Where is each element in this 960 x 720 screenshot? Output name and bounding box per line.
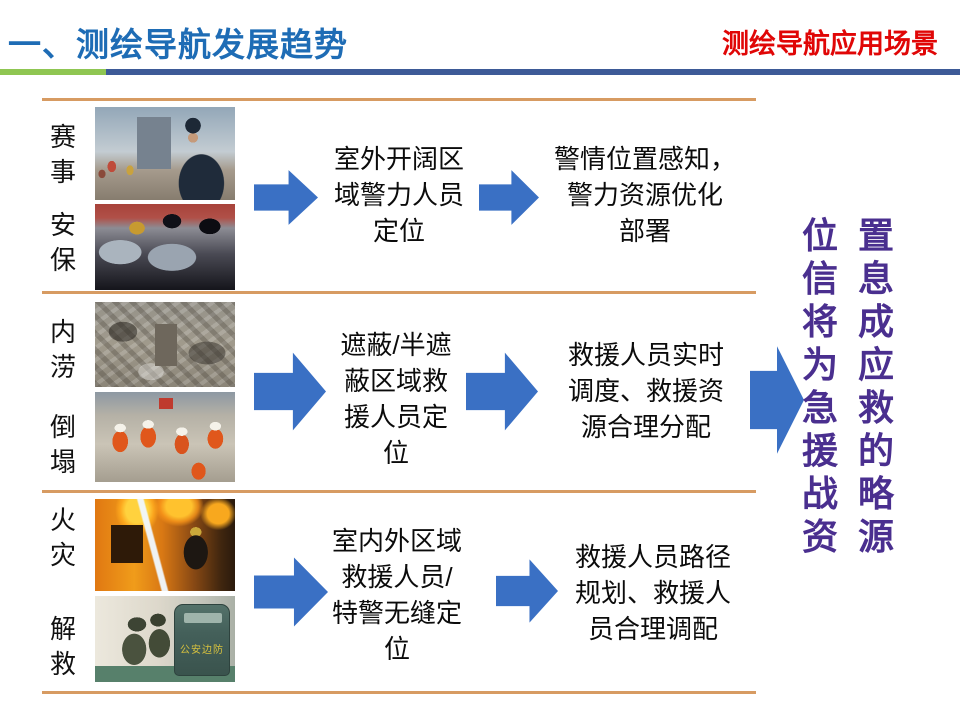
- photo-fire: [95, 499, 235, 591]
- conclusion-line: 急救: [802, 387, 915, 428]
- arrow-right-icon: [466, 352, 538, 431]
- shield-viewport: [184, 613, 222, 623]
- row2-label-top: 内涝: [49, 317, 76, 382]
- conclusion-text: 位置 信息 将成 为应 急救 援的 战略 资源: [802, 214, 914, 558]
- conclusion-line: 将成: [802, 301, 915, 342]
- separator-line: [42, 490, 756, 493]
- row1-step2-text: 警情位置感知， 警力资源优化 部署: [553, 144, 736, 246]
- photo-event-police: [95, 107, 235, 200]
- arrow-right-icon: [254, 557, 328, 627]
- conclusion-line: 为应: [802, 344, 915, 385]
- row3-step1-text: 室内外区域 救援人员/ 特警无缝定 位: [331, 526, 462, 664]
- photo-rescue-workers: [95, 392, 235, 482]
- header-rule-green: [0, 69, 106, 75]
- row3-label-bottom: 解救: [49, 614, 76, 679]
- row1-step1-text: 室外开阔区 域警力人员 定位: [333, 144, 464, 246]
- police-shield: 公安边防: [174, 604, 230, 676]
- photo-swat-motorcade: [95, 204, 235, 290]
- separator-line: [42, 98, 756, 101]
- big-arrow-right-icon: [750, 346, 804, 454]
- separator-line: [42, 691, 756, 694]
- row3-step2-text: 救援人员路径 规划、救援人 员合理调配: [574, 542, 731, 644]
- photo-shield-rescue: 公安边防: [95, 596, 235, 682]
- page-subtitle: 测绘导航应用场景: [722, 29, 938, 59]
- row3-label-top: 火灾: [49, 505, 76, 570]
- photo-earthquake-rubble: [95, 302, 235, 387]
- arrow-right-icon: [479, 170, 539, 225]
- conclusion-line: 信息: [802, 258, 915, 299]
- row1-label-bottom: 安保: [49, 210, 76, 275]
- row1-label-top: 赛事: [49, 122, 76, 187]
- separator-line: [42, 291, 756, 294]
- row2-step1-text: 遮蔽/半遮 蔽区域救 援人员定 位: [340, 330, 452, 468]
- row2-label-bottom: 倒塌: [49, 412, 76, 477]
- conclusion-line: 位置: [802, 215, 915, 256]
- page-title: 一、测绘导航发展趋势: [8, 26, 348, 63]
- conclusion-line: 资源: [802, 516, 915, 557]
- row2-step2-text: 救援人员实时 调度、救援资 源合理分配: [567, 340, 724, 442]
- header-rule-blue: [106, 69, 960, 75]
- shield-label: 公安边防: [180, 645, 224, 656]
- conclusion-line: 援的: [802, 430, 915, 471]
- conclusion-line: 战略: [802, 473, 915, 514]
- arrow-right-icon: [496, 559, 558, 623]
- arrow-right-icon: [254, 352, 326, 431]
- arrow-right-icon: [254, 170, 318, 225]
